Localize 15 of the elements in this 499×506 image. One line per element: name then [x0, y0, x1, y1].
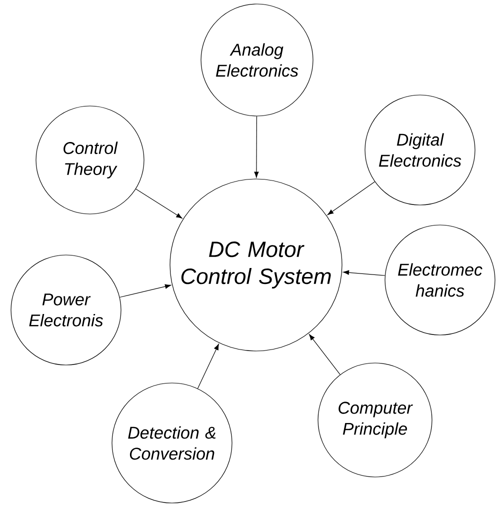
- arrow: [309, 334, 340, 375]
- arrow: [197, 344, 219, 389]
- circle-node: Analog Electronics: [200, 4, 314, 116]
- arrow: [120, 284, 172, 298]
- circle-node: Electromec hanics: [384, 224, 496, 336]
- arrow: [136, 188, 182, 218]
- arrow: [254, 116, 259, 178]
- arrow: [327, 181, 376, 216]
- circle-node: Computer Principle: [318, 362, 432, 478]
- circle-node: DC Motor Control System: [170, 178, 342, 352]
- circle-node: Control Theory: [36, 106, 144, 214]
- arrow: [343, 270, 386, 276]
- circle-node: Power Electronis: [10, 254, 122, 366]
- circle-node: Detection & Conversion: [112, 382, 232, 504]
- circle-node: Digital Electronics: [364, 94, 476, 206]
